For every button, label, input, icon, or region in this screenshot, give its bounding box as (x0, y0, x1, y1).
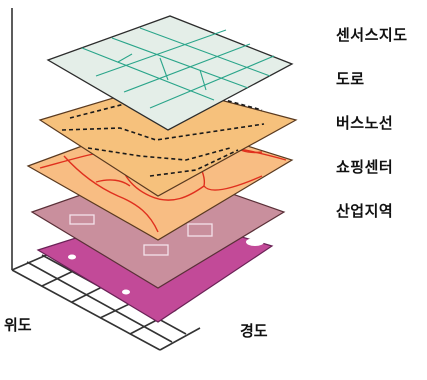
industrial-zone (143, 244, 169, 256)
base-spot (122, 289, 130, 295)
bus-route-line (61, 123, 265, 141)
census-boundary (81, 47, 215, 101)
bus-route-line (87, 147, 231, 161)
axis-label-longitude: 경도 (240, 322, 268, 340)
census-boundary (199, 69, 207, 91)
layer-census-map (46, 15, 294, 131)
census-boundary (159, 57, 169, 81)
base-spot (246, 238, 264, 246)
grid-outline (11, 269, 161, 351)
census-boundary (149, 55, 275, 109)
axis-label-latitude: 위도 (4, 316, 32, 334)
layer-census-plane (46, 15, 294, 131)
industrial-zone (69, 214, 95, 225)
census-boundary (95, 29, 227, 77)
shopping-road (63, 155, 159, 233)
bus-route-line (69, 95, 263, 119)
legend-label-shopping: 쇼핑센터 (336, 158, 394, 176)
grid-line (159, 327, 201, 351)
grid-line (26, 261, 173, 343)
base-grid (11, 8, 201, 351)
base-spot (68, 254, 76, 260)
census-boundary (139, 27, 271, 77)
census-boundary (123, 43, 251, 93)
bus-route-line (149, 149, 239, 177)
industrial-zone (187, 223, 213, 237)
legend-label-road: 도로 (336, 70, 365, 88)
shopping-road (95, 179, 131, 187)
legend-label-industrial: 산업지역 (336, 202, 394, 220)
legend-label-census: 센서스지도 (336, 26, 408, 44)
census-boundary (111, 37, 249, 89)
legend-label-bus-route: 버스노선 (336, 114, 394, 132)
census-boundary (117, 53, 133, 63)
